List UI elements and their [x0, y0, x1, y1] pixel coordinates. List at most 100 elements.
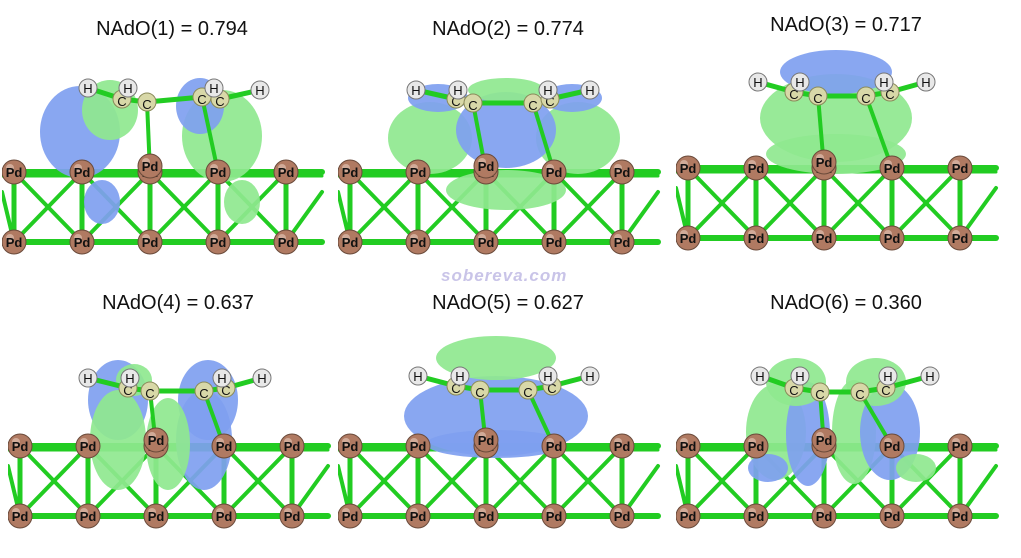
h-atom [408, 366, 428, 386]
pd-label: Pd [546, 509, 563, 524]
bond [348, 170, 420, 244]
panel-title: NAdO(3) = 0.717 [770, 14, 922, 36]
h-atom [916, 72, 936, 92]
h-atom [878, 366, 898, 386]
panel-title: NAdO(1) = 0.794 [96, 18, 248, 40]
pd-label: Pd [952, 509, 969, 524]
pd-label: Pd [748, 509, 765, 524]
pd-highlight [816, 508, 824, 516]
h-label: H [453, 83, 462, 98]
pd-label: Pd [614, 165, 631, 180]
c-label: C [813, 91, 822, 106]
pd-highlight [6, 164, 14, 172]
pd-highlight [410, 438, 418, 446]
pd-label: Pd [952, 231, 969, 246]
pd-highlight [816, 154, 824, 162]
bond [686, 444, 758, 518]
pd-highlight [342, 164, 350, 172]
pd-label: Pd [410, 235, 427, 250]
h-label: H [795, 75, 804, 90]
pd-label: Pd [142, 235, 159, 250]
molecule-render: CCCCHHHHPdPdPdPdPdPdPdPdPdPdPd [8, 360, 331, 529]
bond [416, 444, 488, 518]
pd-label: Pd [278, 165, 295, 180]
c-label: C [545, 94, 554, 109]
h-label: H [455, 369, 464, 384]
pd-label: Pd [614, 235, 631, 250]
positive-lobe [536, 102, 620, 174]
bond [890, 444, 962, 518]
panel-title: NAdO(6) = 0.360 [770, 292, 922, 314]
c-label: C [547, 381, 556, 396]
c-label: C [523, 385, 532, 400]
c-label: C [528, 98, 537, 113]
pd-highlight [952, 438, 960, 446]
pd-highlight [478, 234, 486, 242]
bond [864, 94, 894, 170]
pd-highlight [680, 230, 688, 238]
bond [686, 166, 758, 240]
pd-label: Pd [6, 235, 23, 250]
c-label: C [789, 87, 798, 102]
c-label: C [789, 383, 798, 398]
bond [822, 166, 894, 240]
pd-highlight [952, 230, 960, 238]
pd-label: Pd [680, 439, 697, 454]
pd-highlight [342, 234, 350, 242]
pd-highlight [410, 508, 418, 516]
h-atom [120, 368, 140, 388]
positive-lobe [446, 170, 566, 210]
pd-highlight [6, 234, 14, 242]
molecule-render: CCCCHHHHPdPdPdPdPdPdPdPdPdPdPd [676, 358, 999, 529]
pd-label: Pd [748, 231, 765, 246]
h-label: H [125, 371, 134, 386]
pd-label: Pd [284, 509, 301, 524]
positive-lobe [90, 390, 146, 490]
bond [552, 444, 624, 518]
negative-lobe [176, 390, 232, 490]
c-label: C [885, 87, 894, 102]
pd-label: Pd [74, 165, 91, 180]
pd-highlight [748, 438, 756, 446]
pd-label: Pd [410, 439, 427, 454]
bond [12, 170, 84, 244]
pd-label: Pd [884, 231, 901, 246]
pd-label: Pd [546, 165, 563, 180]
h-atom [750, 366, 770, 386]
h-atom [920, 366, 940, 386]
h-label: H [585, 369, 594, 384]
pd-highlight [614, 508, 622, 516]
pd-highlight [816, 432, 824, 440]
pd-label: Pd [952, 439, 969, 454]
pd-label: Pd [884, 439, 901, 454]
h-atom [252, 368, 272, 388]
h-atom [406, 80, 426, 100]
h-label: H [217, 371, 226, 386]
h-atom [78, 368, 98, 388]
pd-highlight [748, 230, 756, 238]
h-label: H [83, 81, 92, 96]
pd-label: Pd [284, 439, 301, 454]
pd-highlight [216, 438, 224, 446]
pd-highlight [148, 508, 156, 516]
pd-highlight [952, 508, 960, 516]
pd-highlight [884, 160, 892, 168]
bond [200, 95, 220, 174]
molecule-render: CCCCHHHHPdPdPdPdPdPdPdPdPdPdPd [676, 50, 999, 251]
negative-lobe [786, 382, 830, 486]
pd-highlight [12, 438, 20, 446]
panel-title: NAdO(4) = 0.637 [102, 292, 254, 314]
h-atom [748, 72, 768, 92]
negative-lobe [84, 180, 120, 224]
h-label: H [753, 75, 762, 90]
h-label: H [255, 83, 264, 98]
h-label: H [123, 81, 132, 96]
pd-highlight [748, 160, 756, 168]
c-label: C [451, 94, 460, 109]
watermark-text: sobereva.com [441, 266, 568, 285]
bond [552, 170, 624, 244]
positive-lobe [766, 134, 906, 174]
c-label: C [197, 92, 206, 107]
pd-label: Pd [80, 439, 97, 454]
